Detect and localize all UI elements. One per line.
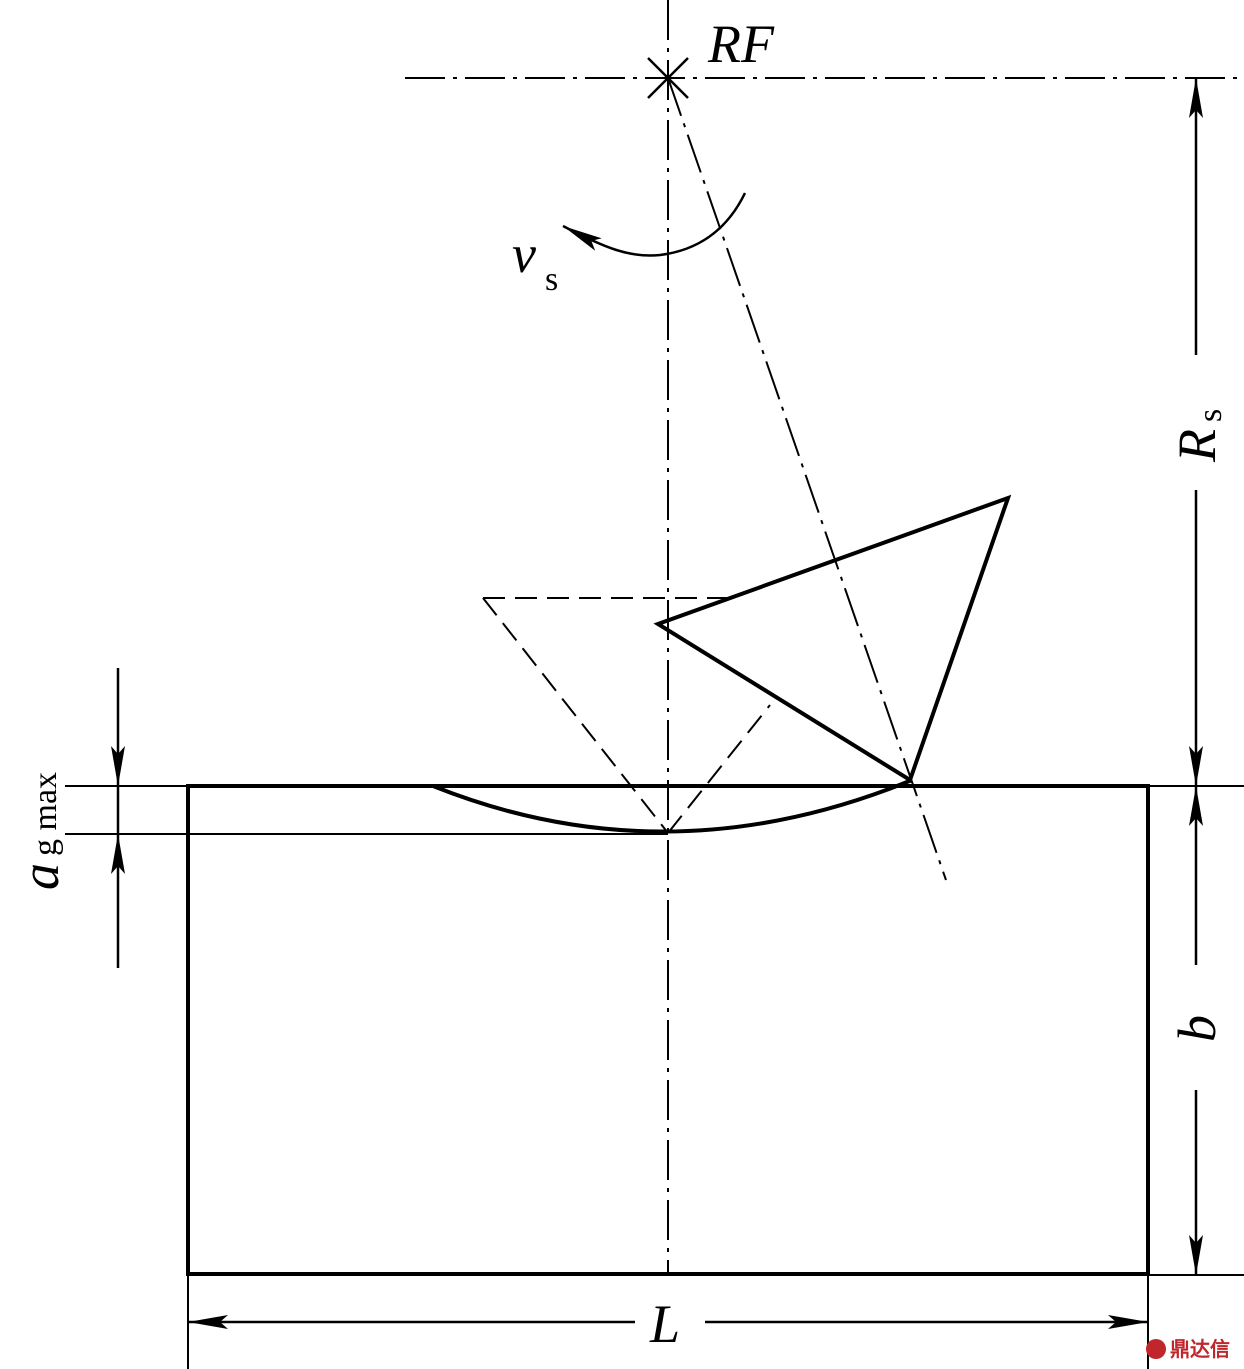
watermark-text: 鼎达信 bbox=[1170, 1337, 1230, 1361]
label-radius: R bbox=[1167, 429, 1227, 463]
workpiece bbox=[186, 784, 1150, 1276]
label-width-group: b bbox=[1167, 1015, 1227, 1042]
rotation-arrow bbox=[562, 192, 747, 257]
initial-grain-dashed bbox=[482, 597, 771, 834]
watermark-logo-icon bbox=[1146, 1339, 1166, 1359]
label-width: b bbox=[1167, 1015, 1227, 1042]
label-depth-sub: g max bbox=[27, 772, 64, 856]
rotated-axis bbox=[667, 77, 947, 881]
abrasive-grain bbox=[653, 494, 1012, 784]
watermark: 鼎达信 bbox=[1146, 1337, 1230, 1361]
label-length: L bbox=[649, 1294, 680, 1354]
label-depth: a bbox=[10, 863, 70, 890]
label-depth-group: a g max bbox=[10, 772, 70, 890]
label-velocity-sub: s bbox=[545, 261, 558, 298]
label-radius-sub: s bbox=[1192, 409, 1229, 422]
label-rf: RF bbox=[707, 14, 775, 74]
label-radius-group: R s bbox=[1167, 409, 1229, 463]
label-velocity: v bbox=[512, 224, 536, 284]
